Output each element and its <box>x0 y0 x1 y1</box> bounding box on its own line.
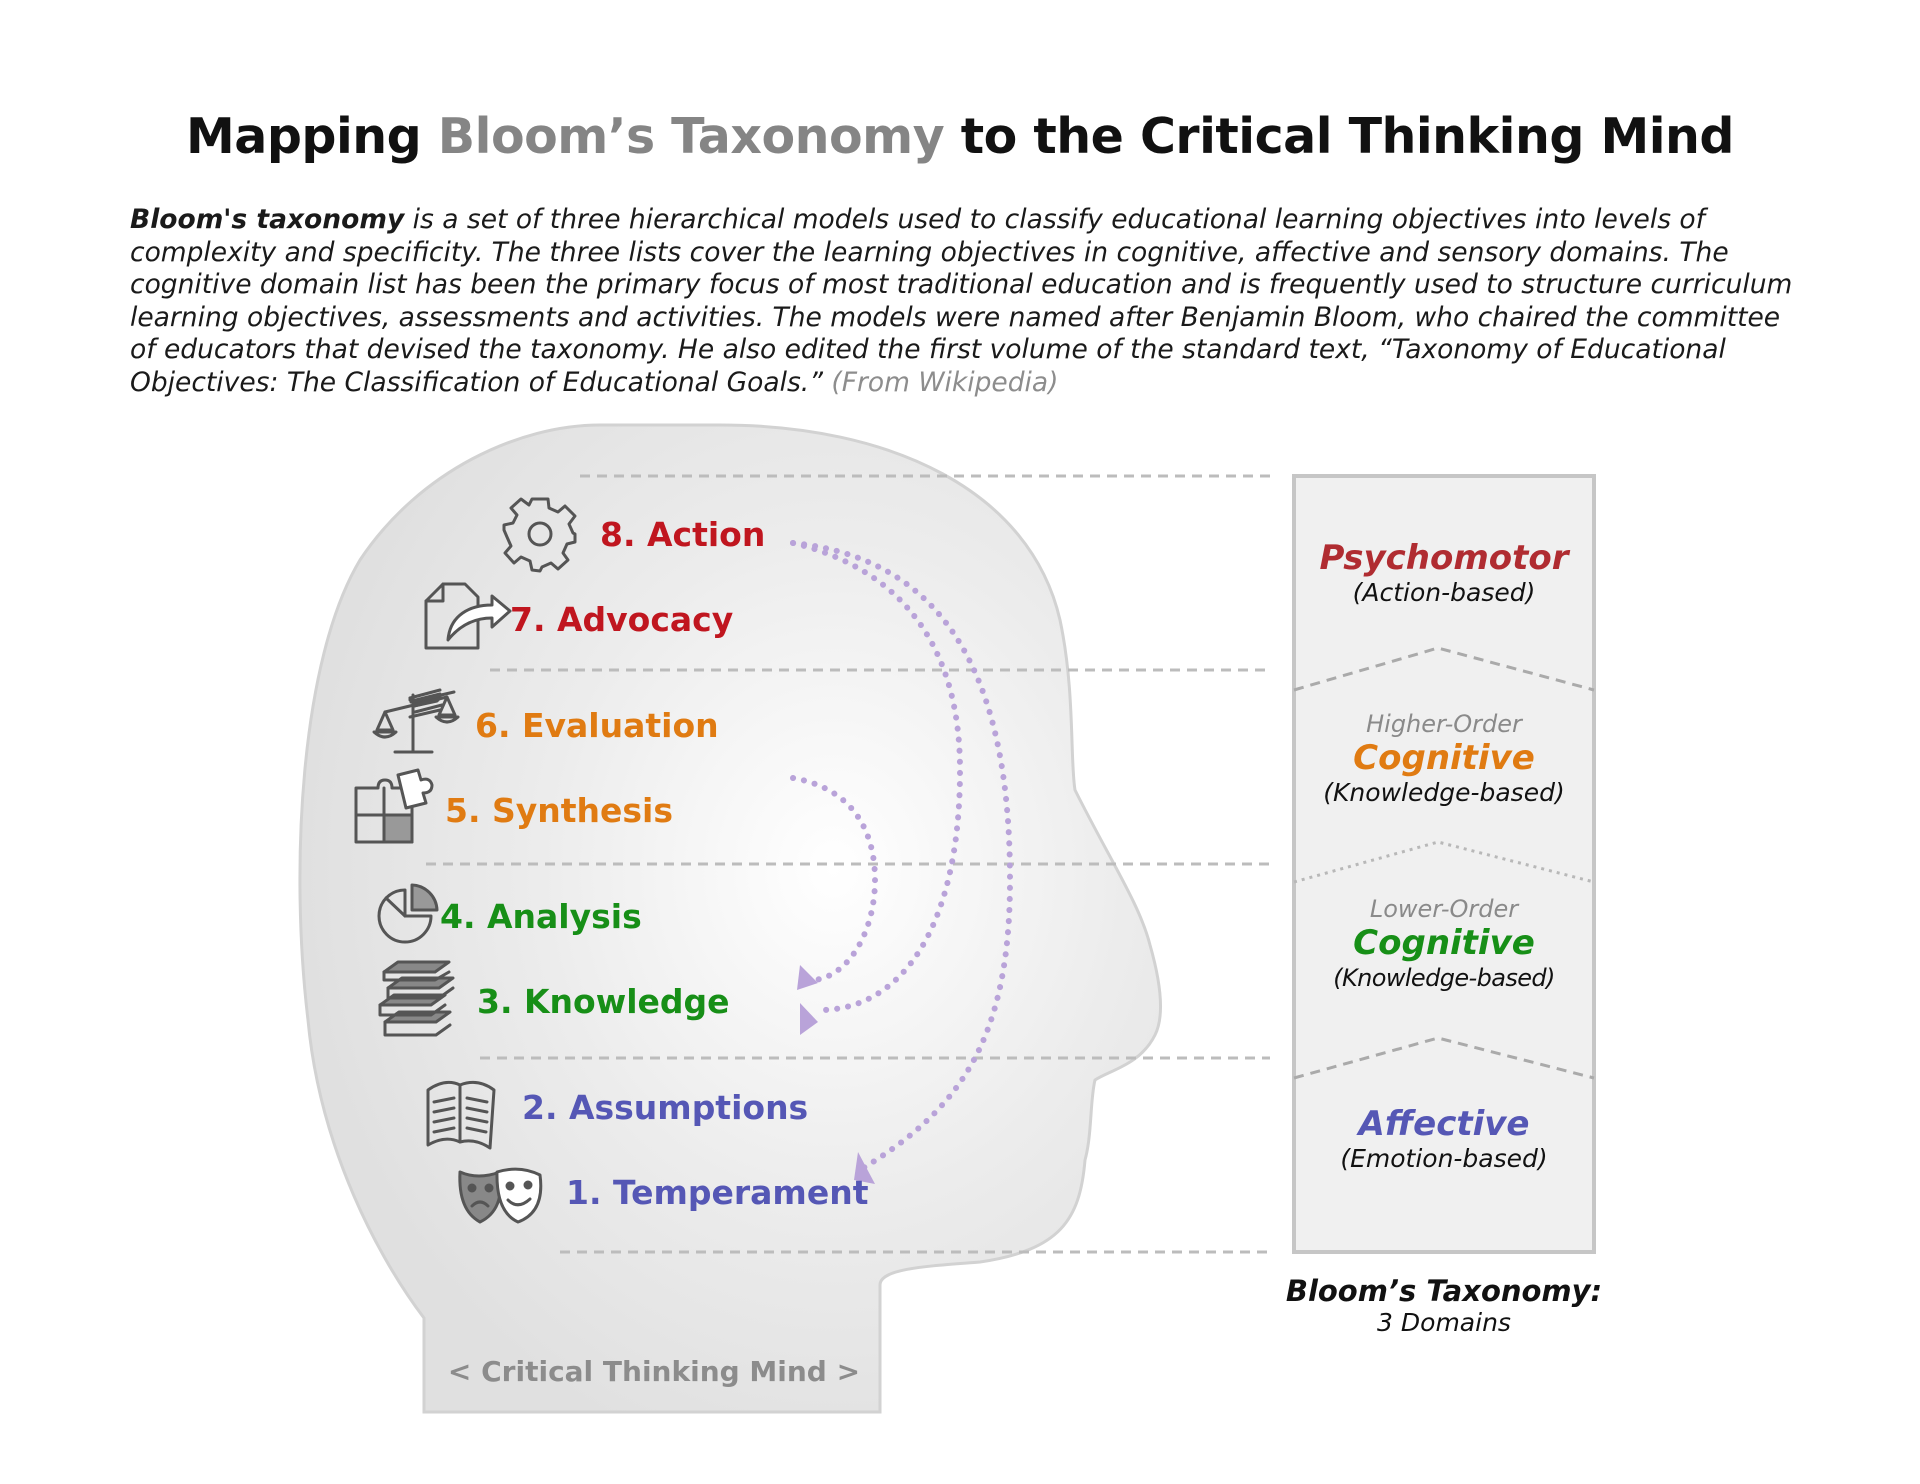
domain-psychomotor: Psychomotor (Action-based) <box>1294 538 1594 608</box>
arrowhead-knowledge <box>800 1003 818 1035</box>
domain-higher-sub: (Knowledge-based) <box>1323 778 1565 807</box>
domain-lower-cognitive: Lower-Order Cognitive (Knowledge-based) <box>1294 895 1594 993</box>
arrow-synthesis-to-knowledge <box>790 775 879 983</box>
level-synthesis: 5. Synthesis <box>445 791 674 830</box>
domain-lower-name: Cognitive <box>1353 923 1535 963</box>
level-action: 8. Action <box>600 515 766 554</box>
chevron-psychomotor <box>1293 646 1595 692</box>
caption-sub: 3 Domains <box>1377 1308 1511 1337</box>
arrowhead-synthesis <box>797 965 818 990</box>
domains-caption: Bloom’s Taxonomy: 3 Domains <box>1244 1274 1644 1338</box>
open-book-icon <box>426 1080 496 1150</box>
theater-masks-icon <box>458 1167 543 1224</box>
chevron-higher-order <box>1293 840 1595 884</box>
domain-affective-name: Affective <box>1358 1104 1530 1144</box>
level-separators <box>426 474 1270 1254</box>
arrowheads <box>797 965 875 1184</box>
head-label: < Critical Thinking Mind > <box>447 1355 861 1388</box>
scales-icon-body <box>372 693 460 754</box>
domain-lower-pre: Lower-Order <box>1369 895 1519 923</box>
progression-arrows <box>790 540 1014 1173</box>
chevron-lower-order <box>1293 1036 1595 1080</box>
domain-affective-sub: (Emotion-based) <box>1340 1144 1548 1173</box>
head-silhouette <box>298 423 1162 1414</box>
pie-chart-icon <box>377 883 439 944</box>
domain-higher-cognitive: Higher-Order Cognitive (Knowledge-based) <box>1294 710 1594 808</box>
intro-source: (From Wikipedia) <box>831 366 1059 398</box>
domains-panel <box>1292 474 1596 1254</box>
level-analysis: 4. Analysis <box>440 897 642 936</box>
domain-psychomotor-name: Psychomotor <box>1319 538 1569 578</box>
domain-psychomotor-sub: (Action-based) <box>1352 578 1536 607</box>
domain-lower-sub: (Knowledge-based) <box>1333 964 1555 992</box>
arrow-action-to-knowledge <box>790 540 964 1013</box>
intro-text: is a set of three hierarchical models us… <box>130 204 1793 398</box>
puzzle-icon <box>354 768 434 844</box>
books-icon <box>378 960 455 1037</box>
document-share-icon <box>424 582 512 650</box>
caption-title: Bloom’s Taxonomy: <box>1285 1274 1603 1308</box>
arrowhead-temperament <box>854 1152 875 1184</box>
arrow-action-to-temperament <box>790 540 1014 1173</box>
level-advocacy: 7. Advocacy <box>510 600 734 639</box>
intro-paragraph: Bloom's taxonomy is a set of three hiera… <box>130 204 1810 400</box>
domain-affective: Affective (Emotion-based) <box>1294 1104 1594 1174</box>
page-title: Mapping Bloom’s Taxonomy to the Critical… <box>186 108 1734 165</box>
level-assumptions: 2. Assumptions <box>522 1088 809 1127</box>
gear-icon <box>502 497 577 573</box>
level-temperament: 1. Temperament <box>566 1173 869 1212</box>
level-evaluation: 6. Evaluation <box>475 706 719 745</box>
level-knowledge: 3. Knowledge <box>477 982 730 1021</box>
domain-higher-pre: Higher-Order <box>1366 710 1522 738</box>
domain-higher-name: Cognitive <box>1353 738 1535 778</box>
intro-bold-term: Bloom's taxonomy <box>130 204 405 235</box>
